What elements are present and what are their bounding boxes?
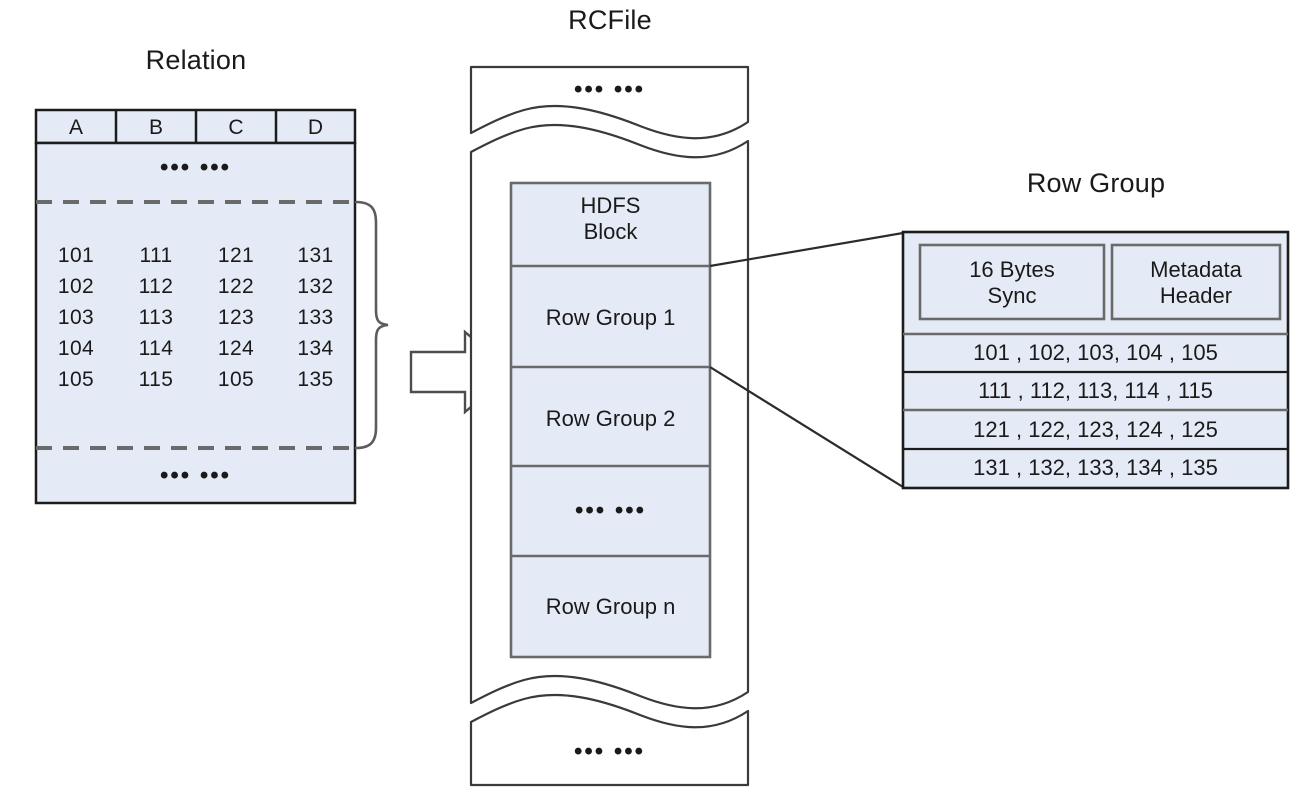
relation-cell-r3c1: 114	[138, 337, 174, 360]
rcfile-block-ellipsis: ••• •••	[574, 497, 647, 524]
connector-lower	[709, 366, 904, 488]
rcfile-block-hdfs-block: HDFS Block	[511, 193, 710, 246]
flow-arrow	[409, 329, 514, 415]
relation-bottom-ellipsis: ••• •••	[159, 462, 232, 489]
relation-top-ellipsis: ••• •••	[159, 154, 232, 181]
row-group-sync-cell-line2: Sync	[987, 283, 1037, 309]
row-group-stripe-2: 121 , 122, 123, 124 , 125	[973, 417, 1218, 442]
row-group-metadata-cell: Metadata Header	[1112, 257, 1280, 310]
row-group-metadata-cell-line1: Metadata	[1150, 257, 1242, 282]
rowgroup-connectors	[709, 231, 904, 488]
row-group-stripe-1: 111 , 112, 113, 114 , 115	[978, 378, 1213, 403]
relation-cell-r4c3: 135	[297, 368, 334, 391]
relation-column-header-c: C	[228, 116, 244, 139]
relation-cell-r0c1: 111	[139, 244, 173, 267]
rcfile-bottom-fragment-ellipsis: ••• •••	[573, 738, 646, 765]
relation-cell-r2c1: 113	[138, 306, 174, 329]
relation-cell-r0c3: 131	[297, 244, 334, 267]
rcfile-block-row-group-n: Row Group n	[545, 594, 676, 619]
rcfile-title: RCFile	[568, 5, 652, 35]
relation-cell-r2c3: 133	[297, 306, 334, 329]
relation-cell-r3c3: 134	[297, 337, 334, 360]
relation-cell-r3c0: 104	[57, 337, 95, 360]
rcfile-block-row-group-1: Row Group 1	[545, 305, 676, 330]
relation-cell-r4c2: 105	[217, 368, 255, 391]
relation-cell-r1c2: 122	[217, 275, 255, 298]
relation-column-header-a: A	[68, 116, 83, 139]
row-group-title: Row Group	[1026, 168, 1166, 198]
relation-brace	[354, 200, 389, 450]
relation-cell-r2c2: 123	[217, 306, 255, 329]
relation-cell-r4c0: 105	[57, 368, 95, 391]
relation-column-header-b: B	[148, 116, 163, 139]
relation-cell-r1c0: 102	[57, 275, 95, 298]
relation-title: Relation	[145, 45, 247, 75]
row-group-sync-cell-line1: 16 Bytes	[969, 257, 1055, 282]
relation-cell-r0c2: 121	[217, 244, 255, 267]
rcfile-block-hdfs-block-line1: HDFS	[580, 193, 641, 218]
row-group-sync-cell: 16 Bytes Sync	[920, 257, 1104, 310]
relation-cell-r1c3: 132	[297, 275, 334, 298]
rcfile-block-hdfs-block-line2: Block	[583, 219, 638, 245]
relation-cell-r0c0: 101	[57, 244, 95, 267]
rcfile-top-fragment-ellipsis: ••• •••	[573, 76, 646, 103]
row-group-metadata-cell-line2: Header	[1159, 283, 1233, 309]
relation-column-header-d: D	[307, 116, 324, 139]
row-group-stripe-0: 101 , 102, 103, 104 , 105	[973, 340, 1218, 365]
relation-cell-r1c1: 112	[138, 275, 174, 298]
row-group-stripe-3: 131 , 132, 133, 134 , 135	[973, 455, 1218, 480]
relation-cell-r4c1: 115	[138, 368, 174, 391]
connector-upper	[709, 231, 904, 268]
relation-cell-r2c0: 103	[57, 306, 95, 329]
relation-cell-r3c2: 124	[217, 337, 255, 360]
rcfile-block-row-group-2: Row Group 2	[545, 406, 676, 431]
